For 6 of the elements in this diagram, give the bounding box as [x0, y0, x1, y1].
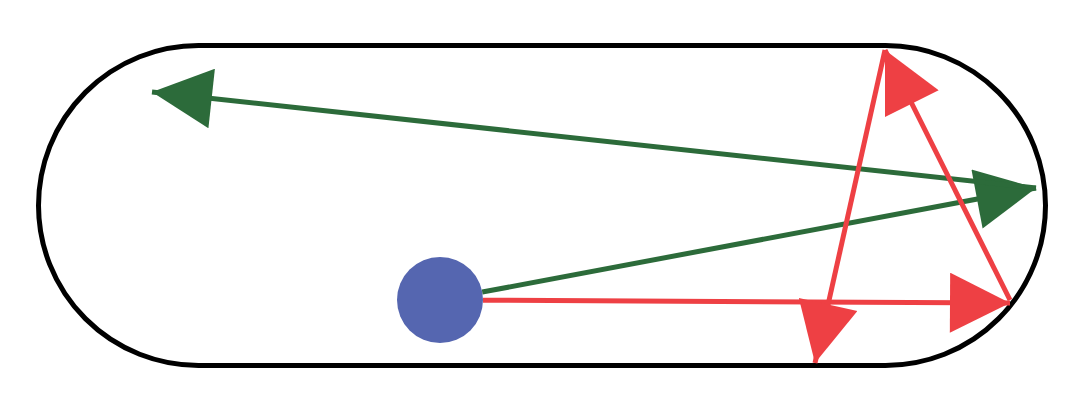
arrow — [151, 68, 1037, 191]
arrow — [481, 169, 1037, 295]
stadium-outline — [36, 43, 1048, 368]
arrow — [798, 49, 888, 364]
arrow — [882, 48, 1013, 302]
arrow — [483, 272, 1010, 333]
